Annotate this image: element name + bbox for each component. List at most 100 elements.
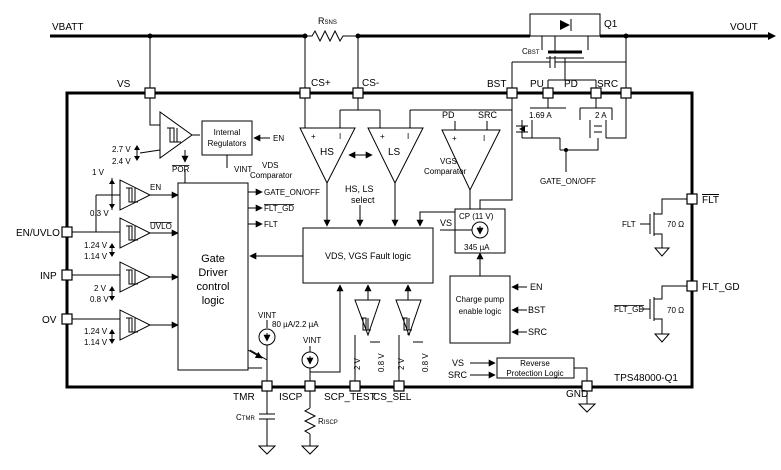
fault-logic-label: VDS, VGS Fault logic [325, 251, 412, 261]
cp-bst-input: BST [528, 305, 546, 315]
tmr-current-source: VINT 80 µA/2.2 µA [247, 311, 319, 381]
cp-en-input: EN [530, 282, 543, 292]
rsns-label: R [318, 16, 325, 26]
pin-iscp[interactable] [304, 380, 316, 392]
rev-src-input: SRC [448, 370, 468, 380]
pin-tmr[interactable] [261, 380, 273, 392]
uvlo-signal-label: UVLO [150, 222, 172, 231]
cbst-capacitor: CBST [511, 47, 626, 92]
rev-vs-input: VS [452, 358, 464, 368]
vint-label: VINT [234, 165, 252, 174]
internal-regulators-block: Internal Regulators EN VINT [201, 120, 284, 174]
svg-text:VDS: VDS [262, 161, 278, 170]
pin-flt[interactable] [686, 193, 698, 205]
svg-text:Comparator: Comparator [250, 171, 293, 180]
part-number: TPS48000-Q1 [614, 373, 678, 384]
vbatt-label: VBATT [52, 22, 83, 33]
pin-iscp-label: ISCP [279, 392, 303, 403]
svg-text:enable logic: enable logic [459, 307, 502, 316]
vbatt-rail: VBATT [50, 22, 508, 38]
flt-gd-output: FLT_GD [264, 204, 294, 213]
pin-vs-label: VS [117, 79, 131, 90]
svg-text:Regulators: Regulators [208, 139, 247, 148]
q1-label: Q1 [604, 19, 618, 30]
rsns-resistor: RSNS [305, 16, 358, 43]
cp-vs-label: VS [440, 218, 452, 228]
pin-vs[interactable] [144, 87, 156, 99]
svg-text:+: + [380, 132, 385, 141]
svg-text:Charge pump: Charge pump [456, 295, 505, 304]
uvlo-low: 1.14 V [84, 252, 108, 261]
charge-pump-source: CP (11 V) 345 µA VS [440, 98, 513, 276]
riscp-label: R [318, 417, 324, 426]
vgs-pd-input: PD [442, 110, 455, 120]
cs-low: 0.8 V [421, 353, 430, 372]
pin-bst[interactable] [506, 87, 518, 99]
cp-current: 345 µA [464, 243, 490, 252]
svg-text:logic: logic [202, 295, 225, 307]
q1-mosfet-icon: Q1 [529, 13, 618, 66]
cp-src-input: SRC [528, 327, 548, 337]
pin-pu[interactable] [542, 87, 554, 99]
svg-text:I: I [483, 134, 485, 143]
vgs-comparator: + I PD SRC VGS Comparator [416, 110, 501, 227]
gnd-symbol-icon [577, 391, 597, 413]
pin-inp[interactable] [61, 269, 73, 281]
ctmr-label: C [236, 413, 242, 422]
en-signal-label: EN [150, 183, 161, 192]
reverse-protection-block: Reverse Protection Logic VS SRC [448, 357, 588, 381]
pd-gate-on-off: GATE_ON/OFF [540, 177, 596, 186]
svg-text:Comparator: Comparator [424, 167, 467, 176]
svg-text:I: I [339, 132, 341, 141]
pin-flt-label: FLT [702, 195, 719, 206]
pin-ov-label: OV [42, 315, 57, 326]
cbst-label: C [522, 47, 528, 56]
svg-text:+: + [311, 132, 316, 141]
svg-text:HS, LS: HS, LS [345, 184, 374, 194]
pd-driver: 2 A [560, 98, 627, 151]
pin-cs-sel[interactable] [393, 380, 405, 392]
rsns-sub: SNS [325, 20, 337, 26]
pin-flt-gd-label: FLT_GD [702, 282, 740, 293]
pin-src-label: SRC [597, 79, 618, 90]
flt-gd-res: 70 Ω [667, 306, 684, 315]
flt-output: FLT [264, 220, 278, 229]
pin-cs-plus[interactable] [299, 87, 311, 99]
pd-current: 2 A [595, 111, 607, 120]
en-comparator: EN 1 V 0.3 V [72, 168, 179, 233]
svg-text:CTMR: CTMR [236, 413, 255, 422]
pin-cs-minus[interactable] [352, 87, 364, 99]
pu-current: 1.69 A [529, 111, 552, 120]
hs-label: HS [320, 147, 334, 158]
ls-comparator: + I LS [340, 98, 512, 227]
svg-text:RSNS: RSNS [318, 16, 337, 26]
pin-en-uvlo[interactable] [61, 226, 73, 238]
scp-low: 0.8 V [377, 353, 386, 372]
svg-text:I: I [407, 132, 409, 141]
scp-comparator: 2 V 0.8 V [353, 299, 386, 381]
pin-ov[interactable] [61, 313, 73, 325]
por-label: POR [172, 165, 190, 174]
cs-high: 2 V [397, 357, 406, 370]
svg-text:CBST: CBST [522, 47, 540, 56]
pin-cs-sel-label: CS_SEL [373, 392, 412, 403]
pin-inp-label: INP [40, 271, 57, 282]
uvlo-comparator: UVLO 1.24 V 1.14 V [84, 217, 179, 261]
charge-pump-enable-block: Charge pump enable logic EN BST SRC [449, 275, 548, 344]
svg-text:control: control [196, 281, 229, 293]
pin-gnd-label: GND [566, 389, 588, 400]
por-comparator: POR 2.7 V 2.4 V [112, 98, 200, 174]
svg-text:Driver: Driver [198, 267, 228, 279]
inp-low: 0.8 V [90, 295, 109, 304]
pin-flt-gd[interactable] [686, 280, 698, 292]
iscp-vint: VINT [303, 336, 321, 345]
pin-scp-test[interactable] [349, 380, 361, 392]
chip-outline [65, 91, 694, 389]
svg-text:RISCP: RISCP [318, 417, 338, 426]
por-high: 2.7 V [112, 145, 131, 154]
pin-src[interactable] [620, 87, 632, 99]
cbst-sub: BST [528, 50, 540, 56]
en-high: 1 V [92, 168, 105, 177]
flt-gd-input-label: FLT_GD [614, 305, 644, 314]
flt-input-label: FLT [622, 220, 636, 229]
